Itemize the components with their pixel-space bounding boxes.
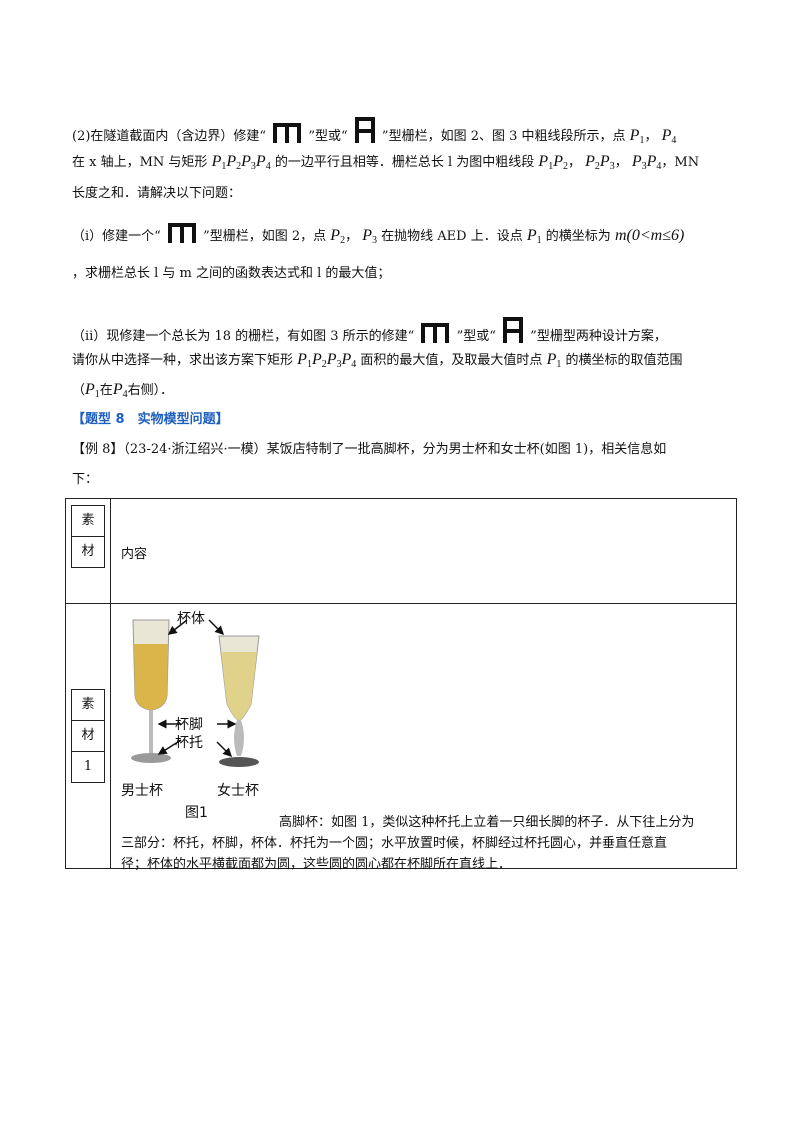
m-shape-fence-icon xyxy=(167,223,196,243)
section-title: 【题型 8 实物模型问题】 xyxy=(72,412,229,427)
label-female: 女士杯 xyxy=(217,783,259,799)
a-shape-fence-icon xyxy=(503,317,524,343)
figure-caption: 图1 xyxy=(185,805,208,821)
row1-side-cell: 素 材 xyxy=(65,498,111,604)
label-body: 杯体 xyxy=(177,611,205,627)
table-row: 素 材 1 xyxy=(65,603,737,872)
row2-content-cell: 杯体 杯脚 杯托 男士杯 女士杯 图1 高脚杯：如图 1，类似这种杯托上立着一只… xyxy=(110,603,737,872)
part2-line2: 在 x 轴上，MN 与矩形 P1P2P3P4 的一边平行且相等．栅栏总长 l 为… xyxy=(72,153,700,172)
point-p4: P4 xyxy=(112,381,128,400)
female-glass-base xyxy=(219,757,259,767)
female-glass-stem xyxy=(234,720,244,756)
glass-description: 高脚杯：如图 1，类似这种杯托上立着一只细长脚的杯子．从下往上分为 三部分：杯托… xyxy=(121,815,695,872)
body-arrow-right xyxy=(208,619,225,636)
m-shape-fence-icon xyxy=(273,123,302,143)
point-p2: P2 xyxy=(330,227,346,246)
label-male: 男士杯 xyxy=(121,783,163,799)
materials-table: 素 材 内容 素 材 1 xyxy=(65,498,737,872)
part2-ii-line3: （P1在P4右侧）． xyxy=(72,381,174,400)
seg-p2p3: P2P3 xyxy=(585,153,615,172)
point-p1: P1 xyxy=(629,127,645,146)
a-shape-fence-icon xyxy=(354,117,375,143)
table-row: 素 材 内容 xyxy=(65,498,737,604)
wine-glasses-image xyxy=(131,619,260,767)
m-shape-fence-icon xyxy=(421,323,450,343)
m-range: m(0<m≤6) xyxy=(614,227,685,244)
base-arrow-right xyxy=(216,741,233,758)
row1-content-cell: 内容 xyxy=(110,498,737,604)
example-line2: 下： xyxy=(72,472,99,487)
female-glass-wine xyxy=(221,652,257,720)
male-glass-base xyxy=(131,753,171,763)
content-header: 内容 xyxy=(121,547,148,562)
part2-ii-line2: 请你从中选择一种，求出该方案下矩形 P1P2P3P4 面积的最大值，及取最大值时… xyxy=(72,351,683,370)
part2-line1: (2)在隧道截面内（含边界）修建“ ”型或“ ”型栅栏，如图 2、图 3 中粗线… xyxy=(72,116,676,151)
rect-p1p2p3p4: P1P2P3P4 xyxy=(297,351,357,370)
point-p3: P3 xyxy=(362,227,378,246)
seg-p3p4: P3P4 xyxy=(631,153,662,172)
part2-ii-line1: （ⅱ）现修建一个总长为 18 的栅栏，有如图 3 所示的修建“ ”型或“ ”型栅… xyxy=(72,316,667,347)
male-glass-stem xyxy=(149,710,153,754)
row2-side-cell: 素 材 1 xyxy=(65,603,111,869)
example-line1: 【例 8】（23-24·浙江绍兴·一模）某饭店特制了一批高脚杯，分为男士杯和女士… xyxy=(72,442,667,457)
figure-1: 杯体 杯脚 杯托 男士杯 女士杯 图1 高脚杯：如图 1，类似这种杯托上立着一只… xyxy=(111,604,736,872)
part2-i-line1: （ⅰ）修建一个“ ”型栅栏，如图 2，点 P2， P3 在抛物线 AED 上．设… xyxy=(72,222,684,251)
side-label-stack: 素 材 1 xyxy=(71,689,105,783)
point-p4: P4 xyxy=(661,127,677,146)
base-arrow-left xyxy=(157,739,182,755)
rect-p1p2p3p4: P1P2P3P4 xyxy=(211,153,271,172)
part2-i-line2: ，求栅栏总长 l 与 m 之间的函数表达式和 l 的最大值； xyxy=(72,266,391,281)
point-p1: P1 xyxy=(546,351,562,370)
part2-line3: 长度之和．请解决以下问题： xyxy=(72,186,242,201)
label-base: 杯托 xyxy=(175,735,203,751)
male-glass-wine xyxy=(134,644,168,710)
label-foot: 杯脚 xyxy=(175,717,203,733)
point-p1: P1 xyxy=(526,227,542,246)
seg-p1p2: P1P2 xyxy=(538,153,568,172)
point-p1: P1 xyxy=(85,381,100,400)
side-label-stack: 素 材 xyxy=(71,505,105,568)
body-arrow-left xyxy=(167,619,188,635)
